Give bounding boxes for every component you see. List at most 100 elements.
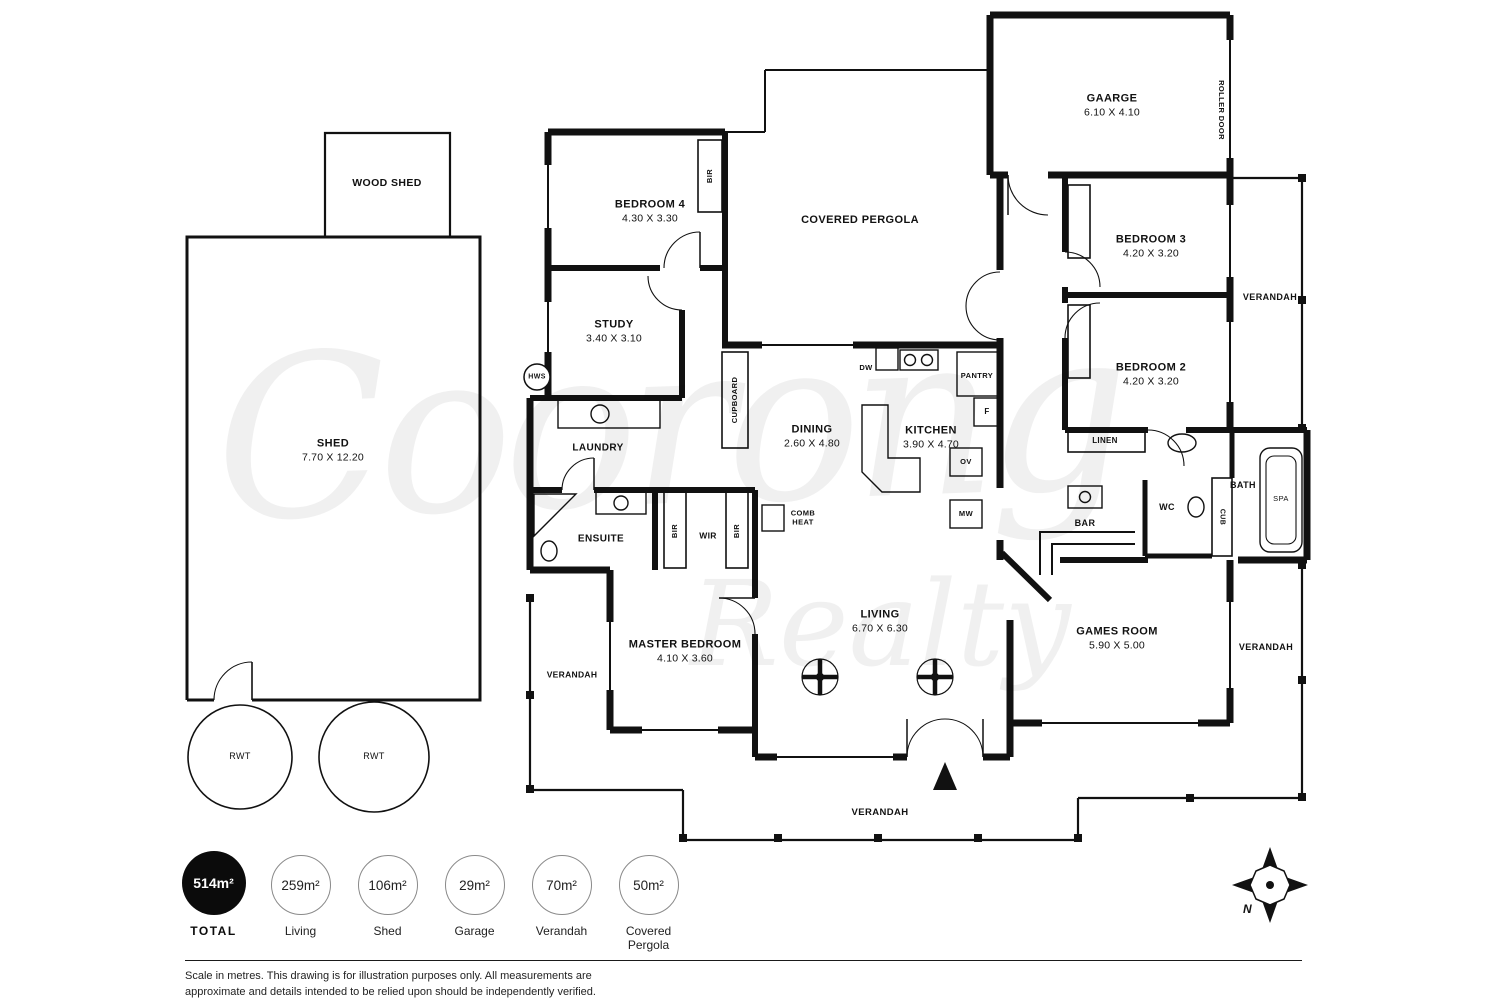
room-label-games: GAMES ROOM 5.90 X 5.00 (1076, 625, 1158, 654)
label-rwt-2: RWT (363, 751, 385, 762)
entry-marker (933, 762, 957, 790)
verandah-label-right-low: VERANDAH (1238, 642, 1294, 653)
legend-label: Living (284, 924, 317, 938)
legend-total-label: TOTAL (190, 924, 237, 938)
label-oven: OV (960, 457, 972, 467)
room-dims: 6.10 X 4.10 (1084, 106, 1140, 119)
house-walls (526, 11, 1311, 761)
room-label-wood-shed: WOOD SHED (352, 177, 422, 191)
fixtures (523, 347, 1303, 696)
legend-item-living: 259m² Living (257, 851, 344, 953)
label-bir-bed4: BIR (705, 168, 715, 184)
room-name: BEDROOM 4 (614, 198, 686, 211)
verandah-label-left: VERANDAH (546, 669, 598, 680)
room-name: KITCHEN (905, 424, 957, 437)
label-roller-door: ROLLER DOOR (1216, 80, 1226, 140)
legend-circle: 259m² (270, 855, 331, 915)
label-comb-heat: COMB HEAT (790, 508, 816, 526)
room-name: SHED (316, 437, 350, 450)
legend-total-value: 514m² (193, 875, 234, 891)
label-bir-right: BIR (732, 523, 742, 539)
legend-item-garage: 29m² Garage (431, 851, 518, 953)
legend-item-shed: 106m² Shed (344, 851, 431, 953)
legend-circle: 70m² (531, 855, 592, 915)
area-legend: 514m² TOTAL 259m² Living 106m² Shed 29m²… (170, 851, 692, 953)
room-name: BEDROOM 2 (1115, 361, 1187, 374)
room-label-covered-pergola: COVERED PERGOLA (801, 213, 919, 226)
room-dims: 3.90 X 4.70 (903, 438, 959, 451)
room-dims: 7.70 X 12.20 (302, 451, 364, 464)
legend-value: 259m² (281, 877, 320, 893)
label-fridge: F (984, 406, 990, 416)
room-label-kitchen: KITCHEN 3.90 X 4.70 (903, 424, 959, 453)
room-dims: 3.40 X 3.10 (586, 332, 642, 345)
legend-value: 29m² (459, 877, 490, 893)
label-bir-left: BIR (670, 523, 680, 539)
label-pantry: PANTRY (960, 371, 994, 381)
legend-circle: 50m² (618, 855, 679, 915)
room-label-spa: SPA (1273, 494, 1289, 504)
room-dims: 2.60 X 4.80 (784, 437, 840, 450)
room-dims: 4.30 X 3.30 (622, 212, 678, 225)
room-label-shed: SHED 7.70 X 12.20 (302, 437, 364, 466)
room-label-bedroom3: BEDROOM 3 4.20 X 3.20 (1116, 233, 1186, 262)
room-name: GAMES ROOM (1076, 625, 1158, 638)
legend-label: Verandah (535, 924, 588, 938)
room-label-laundry: LAUNDRY (572, 442, 624, 454)
closets (663, 139, 1233, 569)
verandah-label-bottom: VERANDAH (851, 806, 909, 818)
room-dims: 4.10 X 3.60 (657, 652, 713, 665)
room-label-bath: BATH (1230, 480, 1256, 491)
footer-divider (185, 960, 1302, 961)
doors (561, 174, 1185, 758)
room-dims: 5.90 X 5.00 (1089, 639, 1145, 652)
legend-label: Covered Pergola (625, 924, 672, 953)
disclaimer-text: Scale in metres. This drawing is for ill… (185, 970, 596, 998)
room-name: WOOD SHED (352, 177, 422, 190)
legend-value: 106m² (368, 877, 407, 893)
label-dw: DW (859, 363, 873, 373)
legend-total: 514m² TOTAL (170, 851, 257, 953)
room-label-bar: BAR (1074, 518, 1096, 529)
room-dims: 4.20 X 3.20 (1123, 375, 1179, 388)
verandah-posts (526, 174, 1306, 842)
verandah-label-right-top: VERANDAH (1242, 292, 1298, 303)
label-microwave: MW (958, 509, 974, 519)
compass-north-label: N (1243, 902, 1252, 916)
room-label-garage: GAARGE 6.10 X 4.10 (1084, 92, 1140, 121)
room-dims: 4.20 X 3.20 (1123, 247, 1179, 260)
legend-label: Garage (454, 924, 495, 938)
compass-icon (1232, 847, 1308, 923)
room-name: BEDROOM 3 (1115, 233, 1187, 246)
room-label-master: MASTER BEDROOM 4.10 X 3.60 (629, 638, 742, 667)
legend-value: 50m² (633, 877, 664, 893)
room-name: STUDY (594, 318, 634, 331)
room-dims: 6.70 X 6.30 (852, 622, 908, 635)
legend-value: 70m² (546, 877, 577, 893)
room-label-linen: LINEN (1092, 435, 1118, 445)
room-label-dining: DINING 2.60 X 4.80 (784, 423, 840, 452)
room-label-living: LIVING 6.70 X 6.30 (852, 608, 908, 637)
shed-outbuildings (185, 131, 482, 813)
room-label-wc: WC (1159, 502, 1175, 513)
legend-item-verandah: 70m² Verandah (518, 851, 605, 953)
legend-label: Shed (373, 924, 402, 938)
label-cupboard: CUPBOARD (730, 376, 740, 424)
room-name: GAARGE (1086, 92, 1138, 105)
label-cub: CUB (1218, 508, 1226, 526)
room-label-bedroom4: BEDROOM 4 4.30 X 3.30 (615, 198, 685, 227)
room-name: MASTER BEDROOM (628, 638, 742, 651)
legend-circle: 29m² (444, 855, 505, 915)
room-label-ensuite: ENSUITE (577, 533, 625, 545)
room-label-wir: WIR (699, 530, 717, 541)
legend-circle: 106m² (357, 855, 418, 915)
legend-item-covered-pergola: 50m² Covered Pergola (605, 851, 692, 953)
legend-total-circle: 514m² (181, 851, 246, 915)
room-name: LIVING (860, 608, 900, 621)
room-label-bedroom2: BEDROOM 2 4.20 X 3.20 (1116, 361, 1186, 390)
room-label-study: STUDY 3.40 X 3.10 (586, 318, 642, 347)
label-hws: HWS (528, 373, 546, 381)
pergola-outline (725, 69, 990, 133)
